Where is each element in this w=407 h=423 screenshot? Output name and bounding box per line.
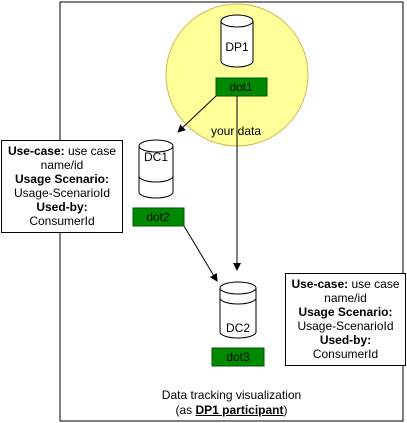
used-by-label: Used-by:: [36, 200, 88, 214]
used-by-value: ConsumerId: [312, 347, 379, 361]
usecase-value: use case name/id: [40, 144, 117, 172]
caption-suffix: ): [283, 403, 288, 417]
usage-scenario-value: Usage-ScenarioId: [297, 319, 394, 333]
caption-prefix: (as: [175, 403, 196, 417]
diagram-caption: Data tracking visualization (as DP1 part…: [60, 388, 403, 418]
dot3-tag[interactable]: [211, 347, 265, 367]
caption-line-2: (as DP1 participant): [60, 403, 403, 418]
usage-note-right[interactable]: Use-case: use case name/id Usage Scenari…: [285, 273, 406, 366]
dot1-tag[interactable]: [215, 77, 268, 97]
arrow-dot1-to-dc1: [177, 95, 217, 133]
dot1-label: dot1: [229, 80, 253, 94]
used-by-label: Used-by:: [319, 333, 372, 347]
dc2-database-icon[interactable]: [219, 281, 257, 339]
usecase-label: Use-case:: [7, 144, 65, 158]
dot3-label: dot3: [226, 350, 250, 364]
dc2-label: DC2: [226, 321, 250, 335]
dot2-tag[interactable]: [132, 207, 185, 227]
usage-scenario-label: Usage Scenario:: [298, 305, 393, 319]
usage-note-left[interactable]: Use-case: use case name/id Usage Scenari…: [1, 140, 123, 233]
dp1-label: DP1: [225, 40, 249, 54]
dot2-label: dot2: [146, 210, 170, 224]
dp1-database-icon[interactable]: [220, 14, 254, 68]
caption-participant: DP1 participant: [195, 403, 284, 417]
usecase-label: Use-case:: [291, 277, 349, 291]
your-data-label: your data: [211, 124, 261, 138]
used-by-value: ConsumerId: [29, 214, 95, 228]
usage-scenario-value: Usage-ScenarioId: [13, 186, 111, 200]
usage-scenario-label: Usage Scenario:: [14, 172, 110, 186]
dc1-database-icon[interactable]: [138, 139, 174, 199]
arrow-dot2-to-dc2: [183, 225, 218, 282]
caption-line-1: Data tracking visualization: [161, 388, 302, 402]
usecase-value: use case name/id: [324, 277, 400, 305]
dc1-label: DC1: [144, 150, 168, 164]
